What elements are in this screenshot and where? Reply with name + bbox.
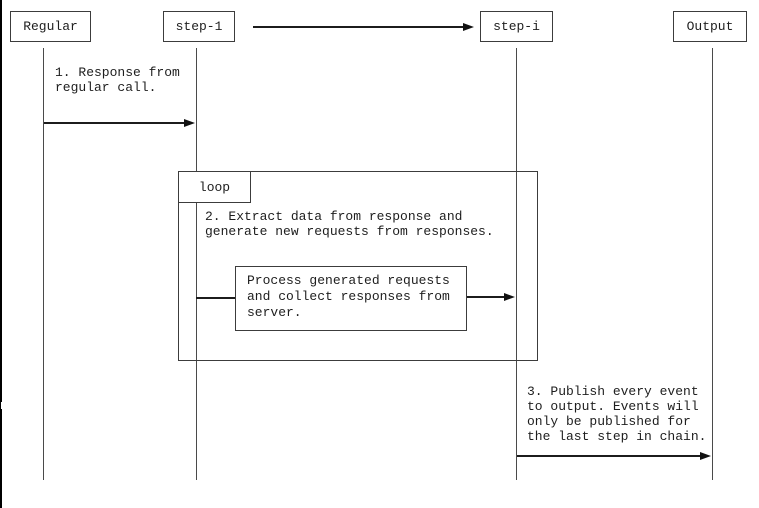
left-border-bar [0, 0, 2, 508]
message-1-label: 1. Response from regular call. [55, 65, 180, 95]
process-out-arrow-head [504, 292, 515, 301]
lifeline-output [711, 48, 713, 480]
participant-box-step-i: step-i [480, 11, 553, 42]
participant-label-output: Output [686, 19, 734, 34]
participant-box-output: Output [673, 11, 747, 42]
participant-label-step-1: step-1 [175, 19, 223, 34]
participant-label-regular: Regular [23, 19, 78, 34]
participant-label-step-i: step-i [493, 19, 540, 34]
loop-label-box: loop [178, 171, 251, 203]
message-3-label: 3. Publish every event to output. Events… [527, 384, 707, 444]
process-box: Process generated requests and collect r… [235, 266, 467, 331]
process-box-text: Process generated requests and collect r… [247, 273, 450, 320]
lifeline-step-1 [195, 48, 197, 480]
participant-box-step-1: step-1 [163, 11, 235, 42]
message-1-arrow-line [44, 122, 185, 124]
chain-arrow-line [253, 26, 464, 28]
message-1-arrow-head [184, 118, 195, 127]
chain-arrow-head [463, 22, 474, 31]
left-border-notch [0, 402, 2, 409]
loop-frame [178, 171, 538, 361]
lifeline-step-i [515, 48, 517, 480]
message-2-label: 2. Extract data from response and genera… [205, 209, 494, 239]
lifeline-regular [42, 48, 44, 480]
message-3-arrow-head [700, 451, 711, 460]
participant-box-regular: Regular [10, 11, 91, 42]
process-out-arrow-line [467, 296, 506, 298]
process-in-line [196, 297, 236, 299]
message-3-arrow-line [517, 455, 701, 457]
loop-label: loop [198, 179, 231, 195]
